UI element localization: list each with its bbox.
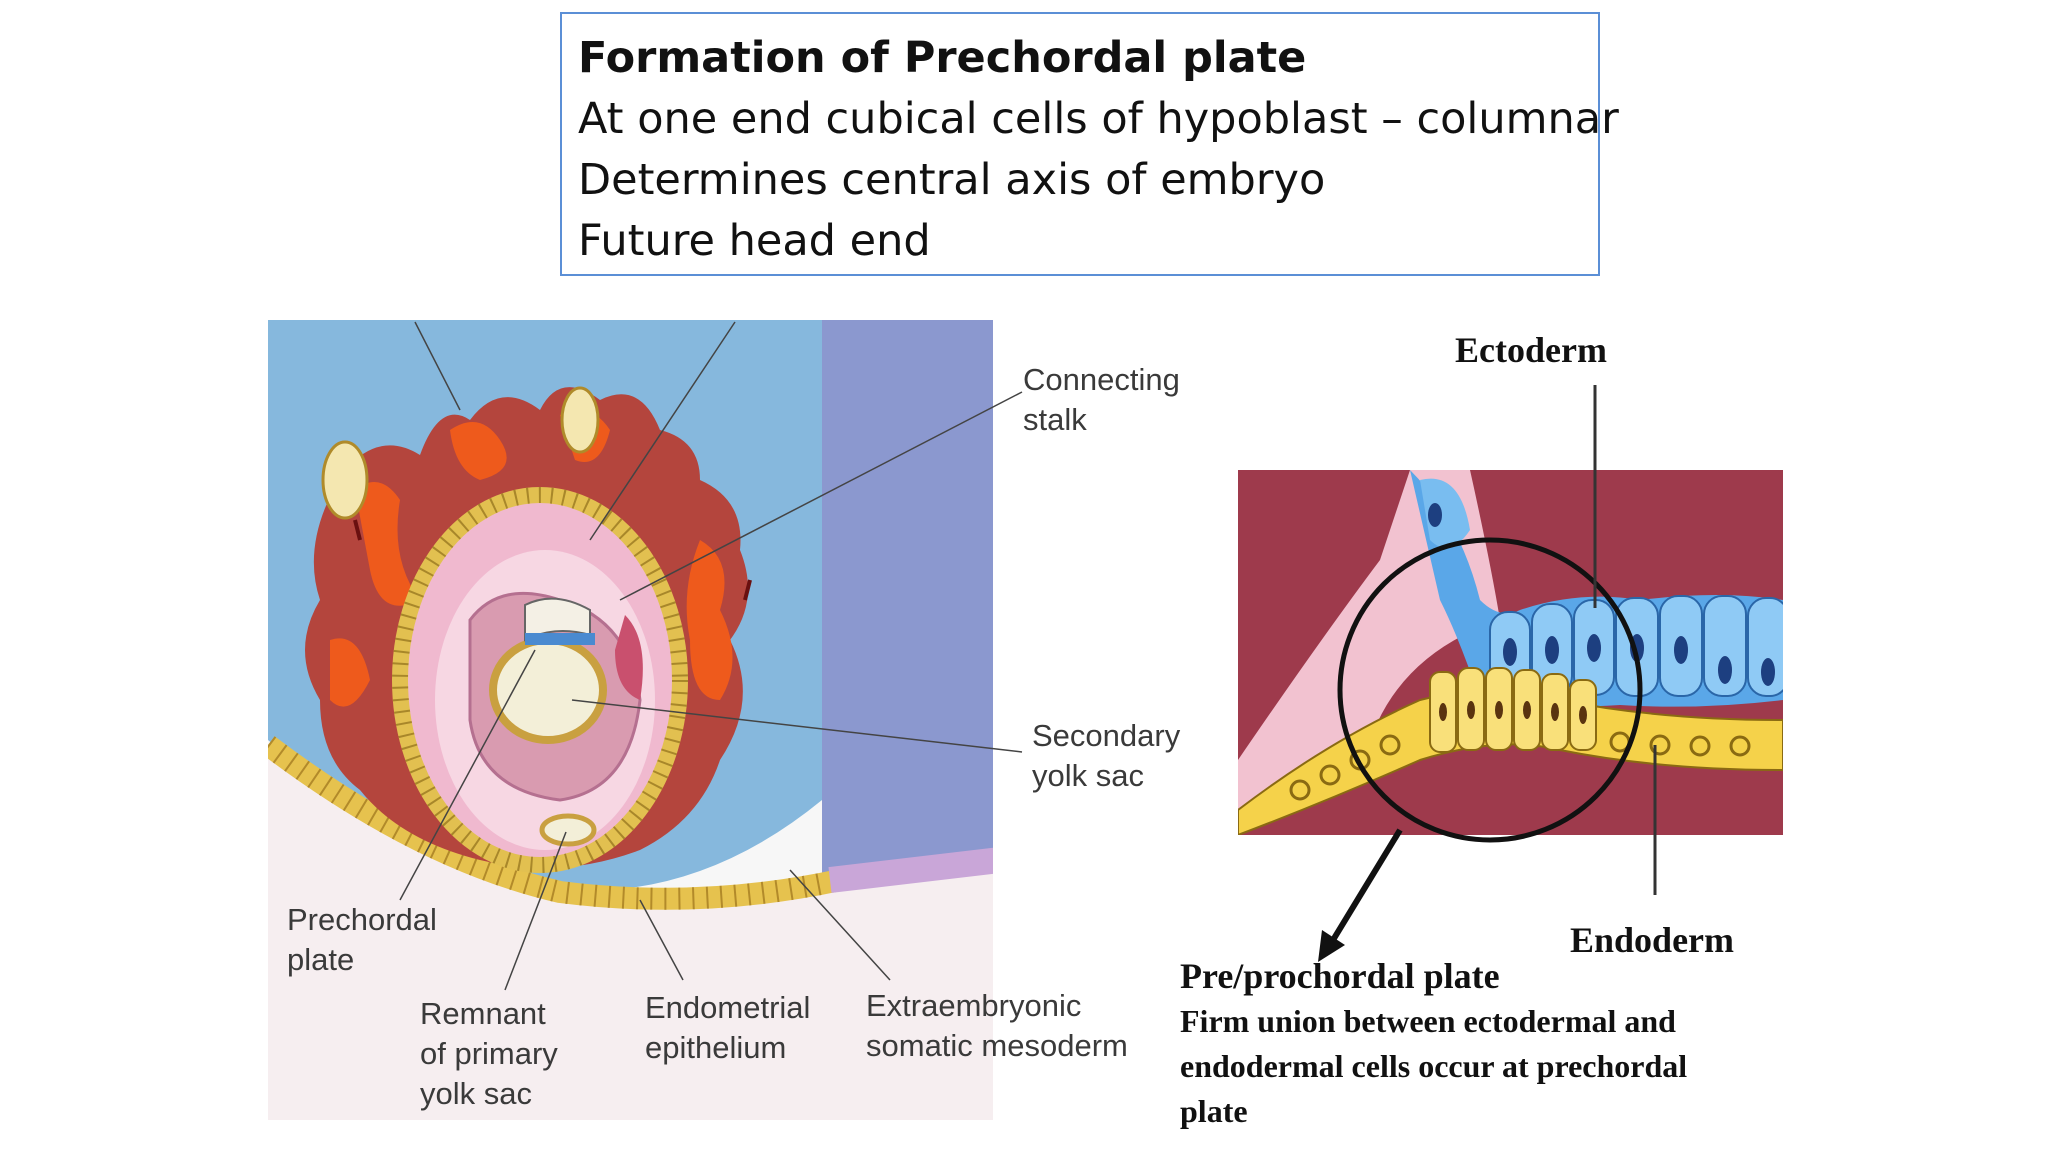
lacuna-5 <box>330 638 370 707</box>
plate-arrow-line <box>1327 828 1403 947</box>
endoderm-cell-d <box>1379 734 1401 756</box>
slide-heading: Formation of Prechordal plate <box>578 33 1307 83</box>
label-endoderm: Endoderm <box>1570 920 1734 960</box>
nucleus-6 <box>1718 656 1732 684</box>
endoderm-cell-g <box>1689 735 1711 757</box>
leader-endometrial-epithelium <box>639 899 684 981</box>
label-secondary-yolk-sac-2: yolk sac <box>1032 758 1144 793</box>
secondary-yolk-sac-shape <box>489 636 607 744</box>
nucleus-1 <box>1503 638 1517 666</box>
leader-top-2 <box>589 321 736 541</box>
endoderm-cell-a <box>1289 779 1311 801</box>
lacuna-2 <box>450 422 507 480</box>
endoderm-cell-h <box>1729 735 1751 757</box>
label-remnant-3: yolk sac <box>420 1076 532 1111</box>
leader-extraembryonic-mesoderm <box>789 869 891 981</box>
leader-remnant-yolk-sac <box>504 831 567 991</box>
endoderm-cell-f <box>1649 734 1671 756</box>
endoderm-cell-b <box>1319 764 1341 786</box>
maternal-sinusoid-1 <box>321 440 369 520</box>
plate-nucleus-3 <box>1495 701 1503 719</box>
nucleus-7 <box>1761 658 1775 686</box>
label-prechordal-plate-2: plate <box>287 942 354 977</box>
ectoderm-cell-top <box>1420 478 1470 548</box>
endometrium <box>268 745 993 1120</box>
plate-nucleus-6 <box>1579 706 1587 724</box>
lacuna-4 <box>686 540 733 700</box>
label-plate-title: Pre/prochordal plate <box>1180 956 1500 996</box>
slide-line-1: At one end cubical cells of hypoblast – … <box>578 94 1619 144</box>
plate-arrow-head <box>1318 930 1345 962</box>
prechordal-highlight-circle <box>1337 537 1643 843</box>
arrow-2 <box>743 579 752 601</box>
label-endometrial-1: Endometrial <box>645 990 810 1025</box>
label-endometrial-2: epithelium <box>645 1030 786 1065</box>
tissue-block-face <box>822 320 993 900</box>
caption-line-2: endodermal cells occur at prechordal <box>1180 1048 1687 1084</box>
plate-nucleus-2 <box>1467 701 1475 719</box>
label-ectoderm: Ectoderm <box>1455 330 1607 370</box>
label-connecting-stalk-2: stalk <box>1023 402 1087 437</box>
lacuna-1 <box>355 482 420 606</box>
slide-line-3: Future head end <box>578 216 931 266</box>
label-secondary-yolk-sac-1: Secondary <box>1032 718 1181 753</box>
label-connecting-stalk-1: Connecting <box>1023 362 1180 397</box>
endometrial-epithelium-band <box>268 736 993 910</box>
implantation-figure: Connecting stalk Secondary yolk sac Prec… <box>268 320 1181 1120</box>
nucleus-2 <box>1545 636 1559 664</box>
maternal-sinusoid-2 <box>560 386 600 454</box>
cytotrophoblast-cells <box>392 487 688 873</box>
plate-nucleus-4 <box>1523 701 1531 719</box>
label-remnant-1: Remnant <box>420 996 546 1031</box>
caption-line-3: plate <box>1180 1093 1248 1129</box>
prechordal-plate-figure: Ectoderm Endoderm Pre/prochordal plate F… <box>1180 330 1783 1129</box>
plate-nucleus-5 <box>1551 703 1559 721</box>
plate-nucleus-1 <box>1439 703 1447 721</box>
primary-yolk-sac-remnant <box>539 813 597 847</box>
leader-top-1 <box>414 321 461 411</box>
endoderm-layer <box>1238 689 1783 835</box>
label-extraembryonic-1: Extraembryonic <box>866 988 1081 1023</box>
slide-line-2: Determines central axis of embryo <box>578 155 1326 205</box>
ectoderm-cell-6 <box>1703 595 1747 697</box>
nucleus-5 <box>1674 636 1688 664</box>
nucleus-top <box>1428 503 1442 527</box>
label-prechordal-plate-1: Prechordal <box>287 902 437 937</box>
caption-line-1: Firm union between ectodermal and <box>1180 1003 1676 1039</box>
leader-connecting-stalk <box>619 391 1023 601</box>
leader-secondary-yolk-sac <box>571 699 1023 753</box>
block-epithelium <box>828 847 993 893</box>
connecting-stalk-shape <box>615 615 643 700</box>
label-remnant-2: of primary <box>420 1036 558 1071</box>
nucleus-3 <box>1587 634 1601 662</box>
label-extraembryonic-2: somatic mesoderm <box>866 1028 1128 1063</box>
leader-prechordal-plate <box>399 649 536 901</box>
epiblast-band <box>525 633 595 645</box>
mesoderm-outline <box>468 591 642 802</box>
arrow-1 <box>353 519 362 541</box>
title-box: Formation of Prechordal plate At one end… <box>560 12 1619 276</box>
